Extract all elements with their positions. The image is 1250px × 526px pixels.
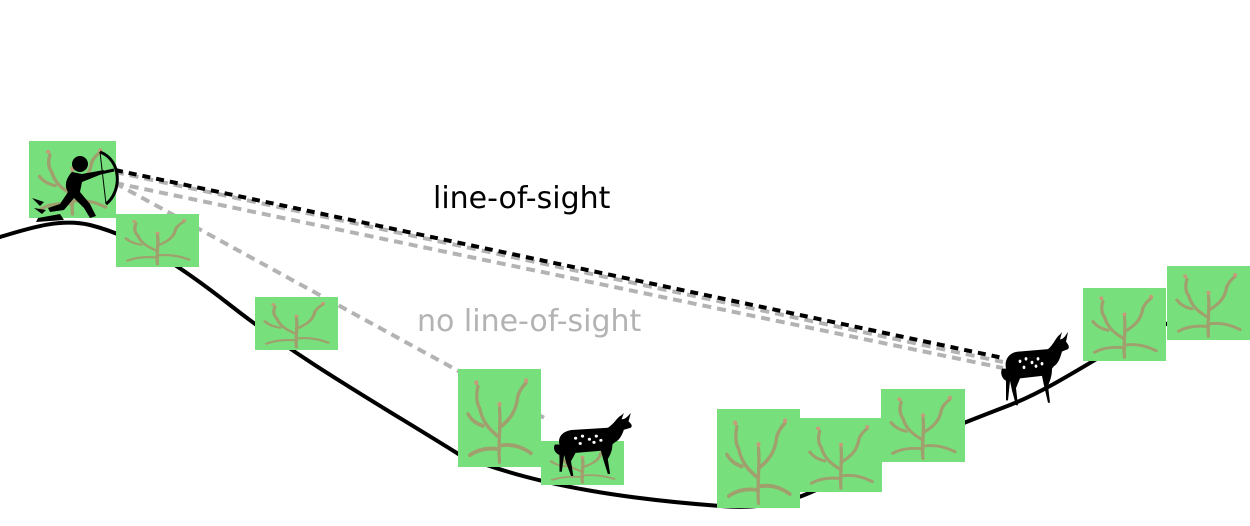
blocked-sight-line-far-upper (114, 170, 1004, 364)
archer-silhouette-icon (32, 150, 119, 222)
bush-icon (798, 416, 884, 494)
bush-icon (1081, 286, 1168, 363)
line-of-sight-label: line-of-sight (433, 181, 611, 216)
bush-icon (879, 387, 967, 464)
no-line-of-sight-label: no line-of-sight (417, 304, 642, 339)
clear-sight-line (114, 168, 1004, 360)
bush-icon (456, 367, 543, 469)
bush-icon (715, 407, 802, 510)
blocked-sight-line-far-lower (114, 181, 1004, 370)
bush-icon (1165, 264, 1250, 342)
bush-icon (114, 212, 201, 269)
bush-icon (253, 295, 340, 352)
